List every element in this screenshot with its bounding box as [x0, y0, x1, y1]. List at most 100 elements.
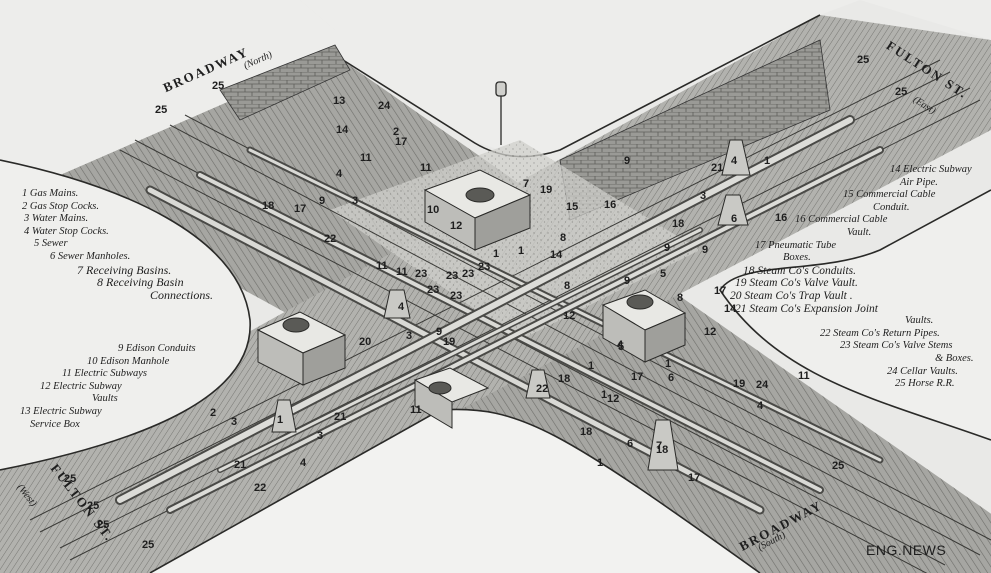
number-callout: 8 — [564, 280, 571, 292]
number-callout: 21 — [711, 162, 724, 174]
number-callout: 7 — [523, 178, 530, 190]
vault-box-west — [256, 311, 347, 386]
vault-box-east — [601, 289, 687, 363]
number-callout: 3 — [317, 430, 324, 442]
number-callout: 2 — [393, 126, 400, 138]
number-callout: 9 — [624, 155, 631, 167]
number-callout: 6 — [668, 372, 675, 384]
number-callout: 21 — [234, 459, 247, 471]
legend-item: 4 Water Stop Cocks. — [24, 225, 109, 237]
legend-item: 21 Steam Co's Expansion Joint — [735, 302, 879, 315]
legend-item: 14 Electric Subway — [890, 164, 972, 175]
legend-item: 2 Gas Stop Cocks. — [22, 200, 99, 212]
legend-item: 23 Steam Co's Valve Stems — [840, 340, 953, 352]
number-callout: 25 — [97, 519, 110, 531]
number-callout: 14 — [724, 303, 737, 315]
number-callout: 12 — [704, 326, 717, 338]
number-callout: 4 — [757, 400, 764, 412]
number-callout: 17 — [294, 203, 307, 215]
legend-left-upper: 1 Gas Mains. 2 Gas Stop Cocks. 3 Water M… — [22, 188, 213, 301]
legend-item: 15 Commercial Cable — [843, 189, 936, 201]
legend-item: 12 Electric Subway — [40, 380, 122, 392]
number-callout: 4 — [617, 339, 624, 351]
number-callout: 25 — [212, 80, 225, 92]
number-callout: 18 — [672, 218, 685, 230]
number-callout: 9 — [436, 326, 443, 338]
number-callout: 9 — [319, 195, 326, 207]
legend-item: 13 Electric Subway — [20, 405, 102, 417]
number-callout: 11 — [396, 266, 408, 278]
number-callout: 9 — [664, 242, 671, 254]
legend-item: 19 Steam Co's Valve Vault. — [735, 277, 858, 290]
number-callout: 14 — [550, 249, 563, 261]
number-callout: 8 — [560, 232, 567, 244]
number-callout: 4 — [731, 155, 738, 167]
legend-item: Vault. — [847, 226, 872, 238]
number-callout: 17 — [714, 285, 727, 297]
number-callout: 11 — [410, 404, 422, 416]
number-callout: 1 — [493, 248, 500, 260]
number-callout: 13 — [333, 95, 346, 107]
legend-item: 24 Cellar Vaults. — [887, 365, 958, 377]
number-callout: 9 — [624, 275, 631, 287]
legend-item: 7 Receiving Basins. — [77, 262, 172, 277]
legend-item: 16 Commercial Cable — [795, 214, 888, 226]
number-callout: 23 — [478, 261, 491, 273]
number-callout: 19 — [540, 184, 553, 196]
legend-item: 6 Sewer Manholes. — [50, 250, 131, 262]
number-callout: 10 — [427, 204, 440, 216]
number-callout: 23 — [462, 268, 475, 280]
legend-item: Air Pipe. — [900, 176, 938, 188]
legend-item: 11 Electric Subways — [62, 368, 147, 380]
number-callout: 25 — [895, 86, 908, 98]
number-callout: 3 — [231, 416, 238, 428]
legend-item: 9 Edison Conduits — [118, 343, 196, 354]
number-callout: 19 — [443, 336, 456, 348]
legend-item: Boxes. — [783, 252, 811, 264]
number-callout: 24 — [756, 379, 769, 391]
number-callout: 17 — [688, 472, 701, 484]
legend-item: 17 Pneumatic Tube — [755, 239, 837, 251]
pipes — [115, 115, 884, 515]
legend-item: 8 Receiving Basin — [97, 275, 184, 290]
number-callout: 22 — [254, 482, 267, 494]
number-callout: 23 — [415, 268, 428, 280]
number-callout: 20 — [359, 336, 372, 348]
number-callout: 17 — [631, 371, 644, 383]
number-callout: 12 — [607, 393, 620, 405]
legend-left-lower: 9 Edison Conduits 10 Edison Manhole 11 E… — [20, 343, 196, 431]
number-callout: 6 — [731, 213, 738, 225]
number-callout: 11 — [376, 260, 388, 272]
number-callout: 11 — [360, 152, 372, 164]
legend-item: 1 Gas Mains. — [22, 188, 79, 199]
number-callout: 1 — [588, 360, 595, 372]
number-callout: 11 — [798, 370, 810, 382]
legend-item: 10 Edison Manhole — [87, 355, 170, 367]
number-callout: 21 — [334, 411, 347, 423]
number-callout: 3 — [406, 330, 413, 342]
number-callout: 6 — [627, 438, 634, 450]
legend-item: 25 Horse R.R. — [895, 378, 955, 390]
number-callout: 19 — [733, 378, 746, 390]
legend-item: 20 Steam Co's Trap Vault . — [730, 289, 853, 302]
number-callout: 2 — [210, 407, 217, 419]
number-callout: 18 — [558, 373, 571, 385]
legend-right: 14 Electric Subway Air Pipe. 15 Commerci… — [730, 164, 974, 391]
legend-item: Vaults. — [905, 315, 934, 327]
manhole-cones — [271, 139, 751, 471]
legend-item: Service Box — [30, 418, 80, 430]
number-callout: 12 — [563, 310, 576, 322]
number-callout: 22 — [324, 233, 337, 245]
number-callout: 25 — [87, 500, 100, 512]
number-callout: 17 — [395, 136, 408, 148]
number-callout: 1 — [601, 389, 608, 401]
number-callout: 1 — [597, 457, 604, 469]
number-callout: 4 — [336, 168, 343, 180]
number-callout: 1 — [665, 358, 672, 370]
legend-item: 5 Sewer — [34, 238, 68, 250]
number-callout: 4 — [300, 457, 307, 469]
number-callout: 23 — [446, 270, 459, 282]
